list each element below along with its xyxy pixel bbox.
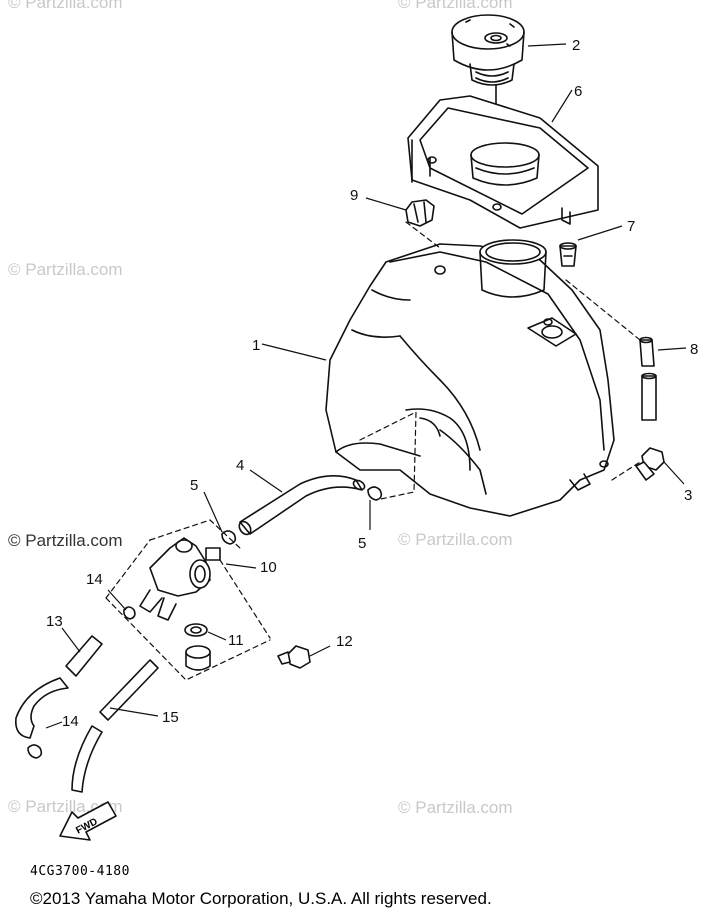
strainer-drawing (184, 623, 211, 671)
callout-12: 12 (336, 633, 353, 650)
callout-13: 13 (46, 613, 63, 630)
tank-cover-drawing (407, 95, 599, 229)
callout-15: 15 (162, 709, 179, 726)
clip-14-drawing (27, 606, 136, 759)
watermark: © Partzilla.com (8, 0, 123, 12)
assembly-guides (105, 221, 641, 681)
callout-11: 11 (228, 632, 244, 649)
fuel-cock-drawing (139, 537, 221, 621)
callout-6: 6 (574, 83, 582, 100)
watermark: © Partzilla.com (8, 531, 123, 550)
callout-5b: 5 (358, 535, 366, 552)
watermark: © Partzilla.com (8, 260, 123, 279)
callout-2: 2 (572, 37, 580, 54)
hose-13-drawing (14, 635, 103, 739)
bolt-drawing (635, 447, 665, 481)
watermark: © Partzilla.com (398, 0, 513, 12)
fuel-hose-drawing (238, 475, 366, 536)
callout-3: 3 (684, 487, 692, 504)
copyright-notice: ©2013 Yamaha Motor Corporation, U.S.A. A… (30, 889, 492, 908)
callout-9: 9 (350, 187, 358, 204)
callout-14b: 14 (62, 713, 79, 730)
forward-arrow (59, 801, 117, 841)
screw-drawing (277, 645, 311, 669)
hose-clip-drawing (221, 486, 383, 545)
damper-drawing (405, 199, 435, 227)
leader-lines (45, 43, 687, 729)
watermark: © Partzilla.com (398, 530, 513, 549)
callout-8: 8 (690, 341, 698, 358)
callout-4: 4 (236, 457, 244, 474)
fuel-tank-drawing (325, 239, 615, 517)
callout-5a: 5 (190, 477, 198, 494)
callout-10: 10 (260, 559, 277, 576)
fuel-cap-drawing (451, 14, 525, 151)
watermark: © Partzilla.com (398, 798, 513, 817)
callout-1: 1 (252, 337, 260, 354)
callout-14a: 14 (86, 571, 103, 588)
part-code: 4CG3700-4180 (30, 864, 130, 879)
fitting-drawing (559, 242, 577, 267)
hose-15-drawing (71, 659, 159, 793)
vent-hose-drawing (639, 336, 657, 421)
callout-7: 7 (627, 218, 635, 235)
